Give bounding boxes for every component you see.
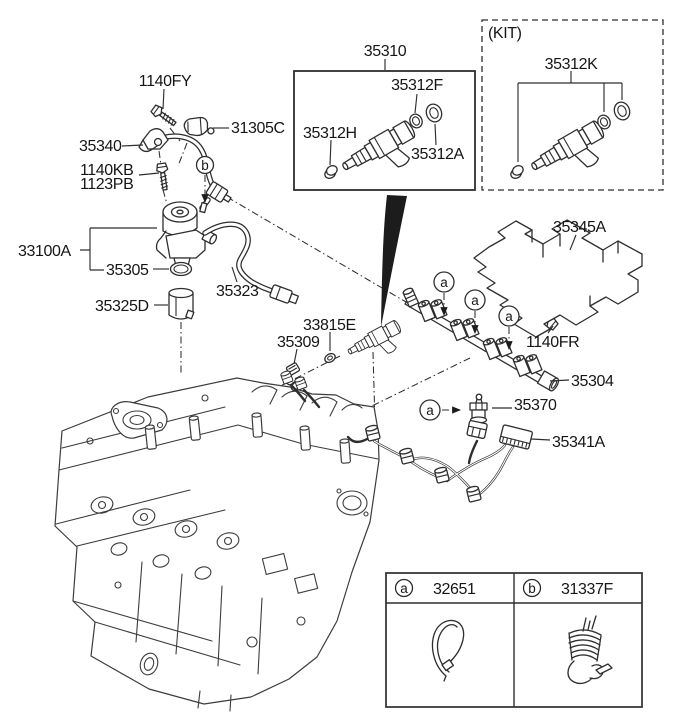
fuel-rail-35304 [402, 287, 560, 392]
injector-harness-35341A [279, 369, 533, 503]
part-label-33100A: 33100A [18, 243, 71, 260]
harness-connector [465, 484, 482, 503]
part-label-1123PB: 1123PB [80, 176, 133, 193]
injector-detail-box [293, 70, 476, 193]
part-label-35345A: 35345A [553, 219, 606, 236]
engine-block [54, 377, 380, 712]
callout-a-circle [433, 271, 455, 293]
bolt-1140FY [149, 103, 179, 130]
part-label-1140FR: 1140FR [526, 334, 579, 351]
legend-marker-a-circle [394, 578, 414, 598]
exhaust-ports [90, 496, 319, 594]
injector-assembly-loose [285, 318, 409, 392]
kit-ring [613, 101, 631, 121]
legend-part-31337F: 31337F [561, 581, 613, 598]
part-label-35312F: 35312F [391, 77, 443, 94]
part-label-35340: 35340 [79, 138, 122, 155]
part-label-31305C: 31305C [231, 120, 285, 137]
legend-marker-b-letter: b [528, 581, 536, 596]
kit-seal [507, 163, 527, 181]
harness-connector [466, 420, 488, 439]
part-labels: 1140FY 31305C 35340 1140KB 1123PB 33100A… [18, 25, 614, 451]
callout-a-letter: a [426, 403, 434, 418]
fuel-filter-35325D [168, 287, 195, 320]
legend-cable-tie-drawing [431, 619, 465, 682]
callout-b-circle [195, 155, 215, 175]
pointer-swoosh [381, 195, 407, 327]
kit-box [481, 19, 664, 193]
harness-connector [398, 446, 415, 465]
callouts: a a a a b [195, 155, 520, 421]
part-label-35312K: 35312K [545, 56, 598, 73]
head-studs [144, 412, 351, 464]
legend-marker-b-circle [522, 578, 542, 598]
part-label-35325D: 35325D [95, 298, 149, 315]
kit-oring [597, 114, 611, 130]
part-label-35370: 35370 [514, 397, 557, 414]
callout-a-letter: a [440, 275, 448, 290]
fuel-pressure-sensor-35370 [469, 393, 488, 424]
callout-a-circle [464, 289, 486, 311]
part-label-35305: 35305 [106, 262, 149, 279]
leader-lines [80, 59, 577, 441]
callout-a-circle [498, 305, 520, 327]
pipe-clamp-35340 [138, 128, 169, 153]
legend-marker-a-letter: a [400, 581, 408, 596]
part-label-35323: 35323 [216, 283, 259, 300]
part-label-35309: 35309 [277, 334, 320, 351]
seal-35312H [321, 163, 341, 181]
legend-table: a 32651 b 31337F [385, 572, 643, 708]
part-label-35312H: 35312H [303, 125, 357, 142]
ring-35312A [425, 103, 443, 123]
harness-connector [364, 423, 381, 442]
callout-a-circle [419, 399, 441, 421]
legend-part-32651: 32651 [433, 581, 476, 598]
foam-cover-35345A [473, 219, 643, 338]
bolt-1140KB-1123PB [155, 162, 172, 192]
callout-a-letter: a [471, 293, 479, 308]
part-label-35310: 35310 [364, 43, 407, 60]
pump-body [155, 201, 218, 270]
injector-kit-35312K [526, 118, 616, 193]
callout-b-letter: b [201, 158, 209, 173]
part-label-35312A: 35312A [411, 146, 464, 163]
washer-33815E [324, 352, 336, 364]
harness-main-connector [499, 424, 533, 450]
oring-35312F [409, 113, 423, 129]
part-label-1140KB: 1140KB [80, 162, 133, 179]
part-label-33815E: 33815E [303, 317, 356, 334]
part-label-35304: 35304 [571, 373, 614, 390]
pipe-fitting-b [205, 181, 232, 203]
camshaft-sensor-31305C [183, 116, 215, 137]
part-label-35341A: 35341A [552, 434, 605, 451]
rail-inlet-fitting [402, 287, 420, 308]
harness-connector [433, 465, 450, 484]
legend-clip-drawing [567, 615, 613, 685]
pump-oring-35305 [169, 261, 193, 277]
high-pressure-pump-33100A [138, 103, 299, 320]
kit-title: (KIT) [488, 25, 522, 42]
rail-end-damper [536, 370, 560, 392]
callout-a-letter: a [505, 309, 513, 324]
part-label-1140FY: 1140FY [139, 73, 192, 90]
pipe-end-fitting [269, 284, 299, 305]
